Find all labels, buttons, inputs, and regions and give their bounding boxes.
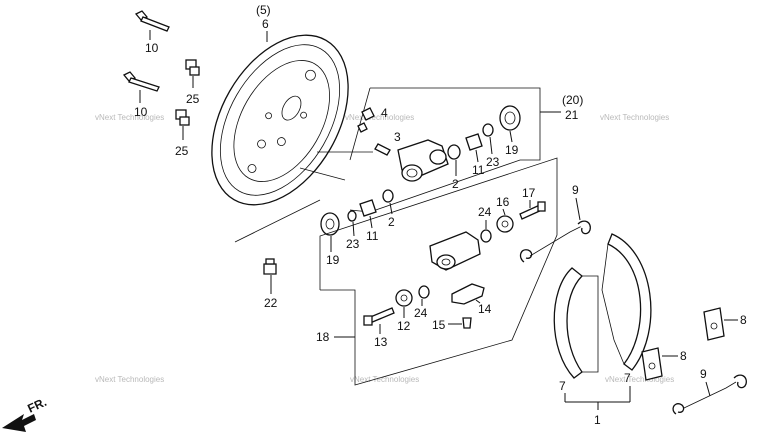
- label-bolt-upper: 10: [145, 41, 159, 55]
- label-bolt-lower: 10: [134, 105, 148, 119]
- bleeder-screw-part: [374, 143, 391, 156]
- spring-left-part: [359, 199, 377, 217]
- label-bracket: 14: [478, 302, 492, 316]
- bleeder-cap-part: [357, 107, 375, 133]
- label-washer-left: 24: [414, 306, 428, 320]
- label-wheel-cyl-set: (20): [562, 93, 583, 107]
- label-adjuster-bolt-right: 17: [522, 186, 536, 200]
- label-ring-left: 23: [346, 237, 360, 251]
- cup-top-part: [447, 144, 461, 160]
- label-front: FR.: [25, 395, 48, 416]
- label-clip-lower: 8: [680, 349, 687, 363]
- wheel-cylinder-upper-part: [397, 139, 449, 182]
- label-shoe-set: 1: [594, 413, 601, 427]
- bracket-part: [451, 283, 485, 305]
- cup-left-part: [382, 189, 394, 203]
- cyl-assy-box: [319, 157, 558, 386]
- front-arrow-icon: [2, 414, 36, 432]
- label-adjuster-wheel-right: 16: [496, 195, 510, 209]
- adjuster-wheel-right-part: [496, 215, 514, 233]
- label-nut-upper: 25: [186, 92, 200, 106]
- label-boot-top: 19: [505, 143, 519, 157]
- clip-lower-part: [641, 347, 663, 381]
- label-adjuster-bolt-left: 13: [374, 335, 388, 349]
- adjuster-wheel-left-part: [395, 289, 413, 307]
- label-wheel-cyl: 21: [565, 108, 579, 122]
- watermark-5: vNext Technologies: [350, 375, 419, 384]
- label-nut-lower: 25: [175, 144, 189, 158]
- label-spring-upper: 9: [572, 183, 579, 197]
- label-backing-plate: 6: [262, 17, 269, 31]
- label-shoe-right: 7: [624, 371, 631, 385]
- label-backing-plate-set: (5): [256, 3, 271, 17]
- boot-left-part: [320, 212, 340, 236]
- watermarks: vNext Technologies vNext Technologies vN…: [95, 113, 674, 384]
- label-cyl-assy: 18: [316, 330, 330, 344]
- spring-lower-part: [672, 374, 747, 415]
- label-spring-lower: 9: [700, 367, 707, 381]
- label-ring-top: 23: [486, 155, 500, 169]
- backing-plate-part: [211, 34, 349, 206]
- label-clip-upper: 8: [740, 313, 747, 327]
- label-adjuster-wheel-left: 12: [397, 319, 411, 333]
- watermark-1: vNext Technologies: [95, 113, 164, 122]
- spring-top-part: [465, 133, 483, 151]
- label-spring-left: 11: [366, 229, 379, 243]
- adjuster-bolt-left-part: [363, 307, 395, 326]
- watermark-2: vNext Technologies: [345, 113, 414, 122]
- boot-top-part: [499, 105, 521, 131]
- nut-upper-part: [185, 59, 200, 76]
- label-bleeder-cap: 4: [381, 106, 388, 120]
- label-flange-bolt: 22: [264, 296, 278, 310]
- ring-left-part: [347, 210, 357, 222]
- label-boot-left: 19: [326, 253, 340, 267]
- bolt-upper-part: [134, 10, 170, 32]
- label-bleeder-screw: 3: [394, 130, 401, 144]
- label-spring-top: 11: [472, 163, 485, 177]
- watermark-4: vNext Technologies: [95, 375, 164, 384]
- washer-right-part: [480, 229, 492, 243]
- shoe-left-part: [553, 267, 599, 379]
- label-bleeder-lower: 15: [432, 318, 446, 332]
- label-cup-left: 2: [388, 215, 395, 229]
- nut-lower-part: [175, 109, 190, 126]
- adjuster-bolt-right-part: [519, 201, 546, 220]
- washer-left-part: [418, 285, 430, 299]
- flange-bolt-part: [263, 258, 277, 275]
- spring-upper-part: [519, 220, 591, 263]
- ring-top-part: [482, 123, 494, 137]
- bolt-lower-part: [122, 71, 160, 92]
- bleeder-lower-part: [462, 317, 472, 329]
- shoe-right-part: [601, 233, 652, 371]
- watermark-6: vNext Technologies: [605, 375, 674, 384]
- wheel-cylinder-lower-part: [429, 231, 481, 271]
- watermark-3: vNext Technologies: [600, 113, 669, 122]
- label-shoe-left: 7: [559, 379, 566, 393]
- clip-upper-part: [703, 307, 725, 341]
- label-cup-top: 2: [452, 177, 459, 191]
- label-washer-right: 24: [478, 205, 492, 219]
